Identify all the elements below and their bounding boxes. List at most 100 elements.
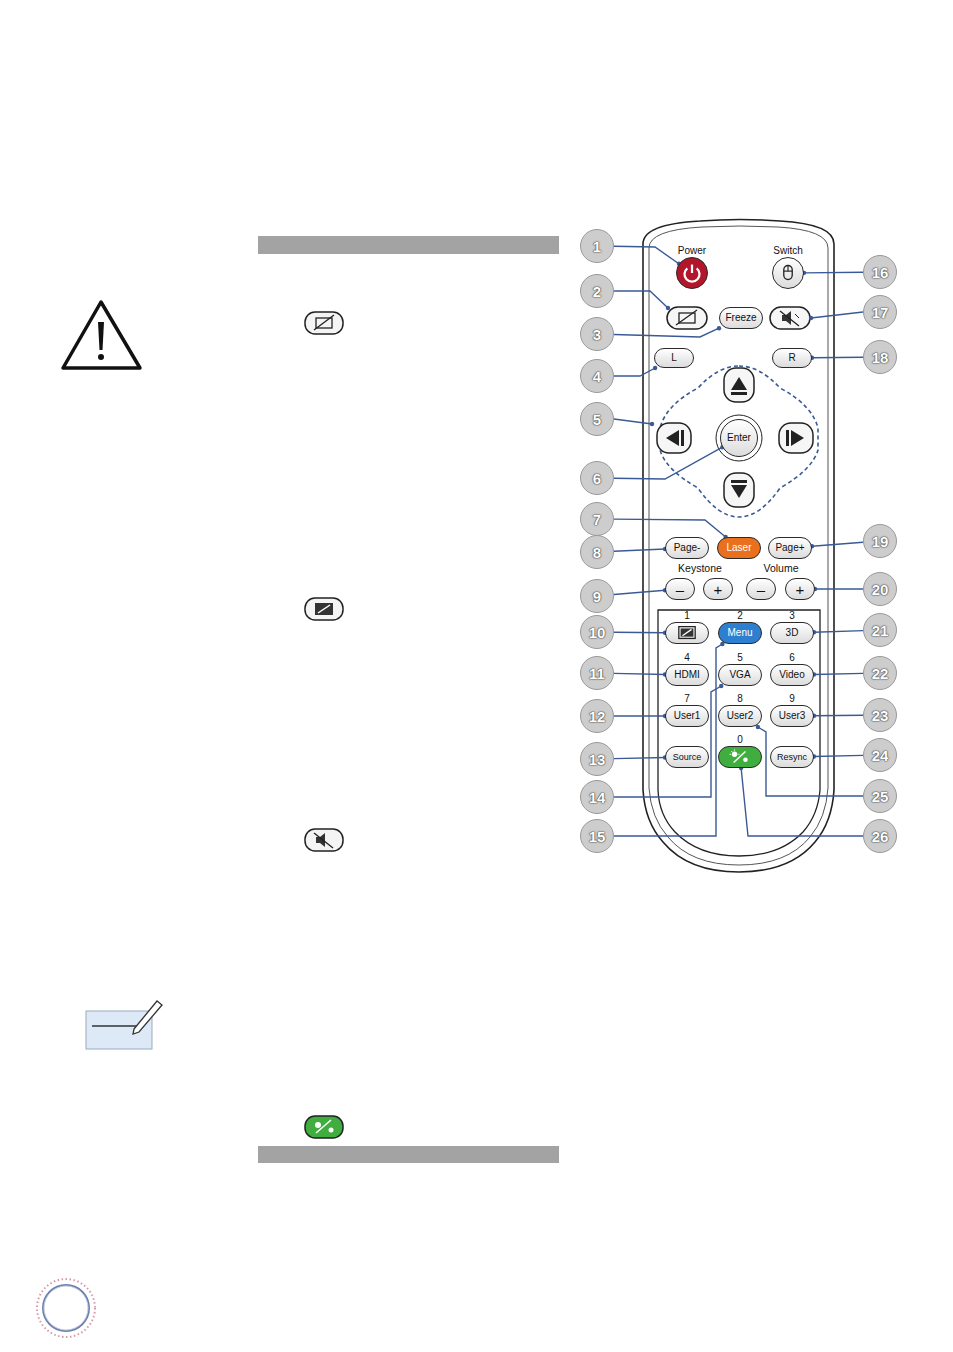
callout-number: 21	[863, 613, 897, 647]
button-text: +	[714, 582, 723, 597]
button-label: Power	[678, 246, 706, 256]
button-text: HDMI	[674, 670, 700, 680]
callout-text: 23	[872, 708, 889, 723]
remote-button: Power	[676, 257, 708, 289]
button-text: Resync	[777, 753, 807, 762]
leader-line	[810, 542, 863, 548]
leader-line	[614, 684, 723, 797]
mute-button	[770, 307, 810, 329]
button-text: Page+	[775, 543, 804, 553]
callout-text: 20	[872, 582, 889, 597]
leader-path	[814, 714, 863, 716]
button-text: User3	[779, 711, 806, 721]
callout-text: 9	[593, 589, 601, 604]
leader-line	[614, 246, 681, 266]
callout-number: 25	[863, 779, 897, 813]
grey-bar	[258, 1146, 559, 1163]
remote-button: –	[746, 578, 776, 600]
leader-line	[812, 754, 863, 758]
leader-line	[614, 291, 863, 424]
remote-button: R	[772, 348, 812, 368]
button-text: Freeze	[725, 313, 756, 323]
callout-text: 25	[872, 789, 889, 804]
leader-line	[812, 714, 863, 718]
arrow-left-button	[657, 423, 691, 453]
callout-number: 15	[580, 819, 614, 853]
leader-line	[614, 588, 667, 595]
callout-text: 21	[872, 623, 889, 638]
arrow-up-button	[724, 368, 754, 402]
leader-path	[815, 588, 863, 589]
leader-path	[614, 757, 665, 758]
callout-text: 18	[872, 350, 889, 365]
remote-button: Page+	[768, 537, 812, 559]
leader-path	[614, 673, 665, 674]
callout-text: 12	[589, 709, 606, 724]
remote-button: Page-	[665, 537, 709, 559]
leader-path	[614, 549, 665, 551]
callout-number: 12	[580, 699, 614, 733]
callout-text: 15	[589, 829, 606, 844]
remote-button: 1	[665, 622, 709, 644]
mute-icon	[305, 829, 343, 851]
remote-button: 0	[718, 746, 762, 768]
button-text: User1	[674, 711, 701, 721]
leader-path	[614, 519, 726, 537]
leader-path	[614, 328, 719, 337]
leader-line	[810, 356, 863, 360]
callout-number: 3	[580, 317, 614, 351]
blank-icon	[305, 312, 343, 334]
callout-text: 24	[872, 748, 889, 763]
button-text: 3D	[786, 628, 799, 638]
callout-number: 4	[580, 359, 614, 393]
callout-text: 3	[593, 327, 601, 342]
button-label: 0	[737, 735, 743, 745]
warning-icon	[63, 302, 140, 368]
arrow-down-button	[724, 473, 754, 507]
callout-text: 11	[589, 666, 605, 681]
remote-button: Source	[665, 746, 709, 768]
callout-number: 20	[863, 572, 897, 606]
leader-line	[614, 714, 667, 718]
blank-button	[667, 307, 707, 329]
button-text: VGA	[729, 670, 750, 680]
callout-number: 23	[863, 698, 897, 732]
button-label: Switch	[773, 246, 802, 256]
callout-text: 17	[872, 305, 889, 320]
remote-button: Laser	[717, 537, 761, 559]
remote-button: –	[665, 578, 695, 600]
brightness-icon	[305, 1116, 343, 1138]
button-label: 1	[684, 611, 690, 621]
callout-text: 6	[593, 471, 601, 486]
callout-number: 14	[580, 780, 614, 814]
leader-dot	[717, 326, 721, 330]
callout-text: 10	[589, 625, 606, 640]
callout-number: 10	[580, 615, 614, 649]
leader-line	[614, 672, 667, 676]
callout-number: 5	[580, 402, 614, 436]
leader-path	[614, 686, 721, 797]
callout-text: 14	[589, 790, 606, 805]
aspect-icon	[305, 598, 343, 620]
group-label: Volume	[763, 563, 798, 574]
leader-line	[739, 766, 863, 836]
leader-path	[804, 271, 863, 273]
button-label: 3	[789, 611, 795, 621]
page-marker	[37, 1279, 95, 1337]
callout-number: 9	[580, 579, 614, 613]
button-label: 2	[737, 611, 743, 621]
remote-button: Switch	[772, 257, 804, 289]
leader-path	[614, 644, 722, 836]
group-label: Keystone	[678, 563, 722, 574]
button-text: –	[757, 582, 765, 597]
callout-number: 26	[863, 819, 897, 853]
leader-line	[614, 366, 657, 376]
callout-number: 13	[580, 742, 614, 776]
remote-button: 7User1	[665, 705, 709, 727]
leader-dot	[650, 306, 813, 426]
callout-text: 19	[872, 534, 889, 549]
remote-button: Enter	[720, 419, 758, 457]
callout-number: 7	[580, 502, 614, 536]
